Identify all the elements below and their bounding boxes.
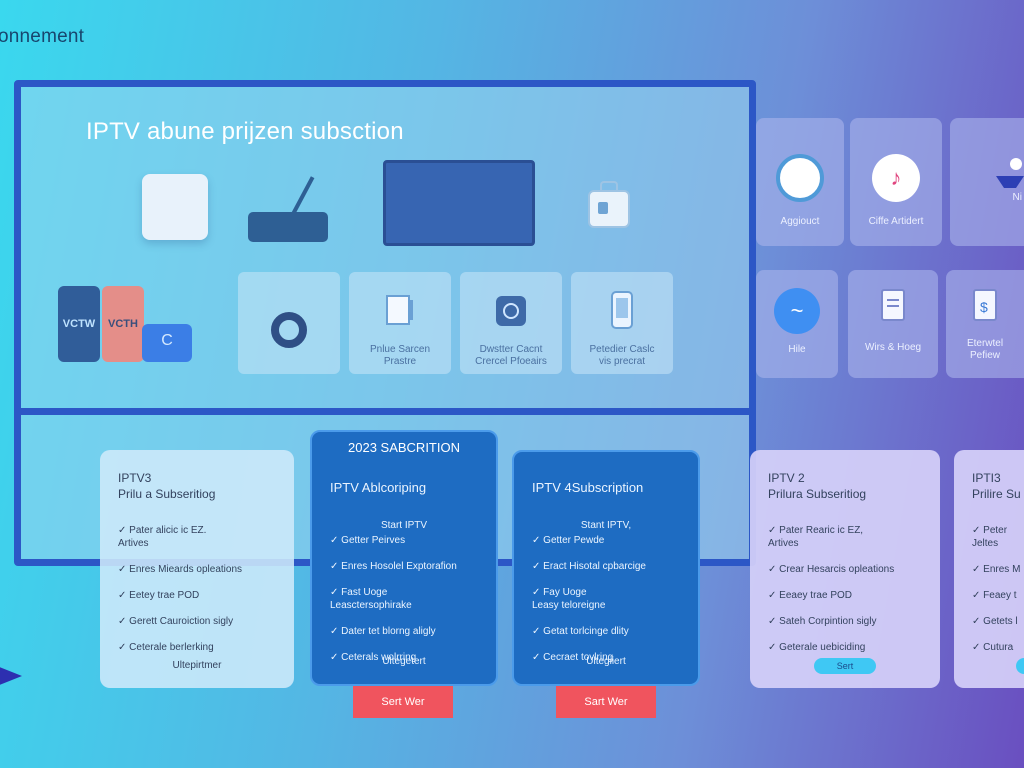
feature-list: Getter Peirves Enres Hosolel Exptorafion… <box>330 534 488 677</box>
plan-footer: Ultegiiert <box>586 656 626 667</box>
feature-item: Enres M <box>972 563 1020 576</box>
feature-item: Ceterals wolrring <box>330 651 488 664</box>
feature-item: Gerett Cauroiction sigly <box>118 615 286 628</box>
app-wirs-hoeg[interactable]: Wirs & Hoeg <box>848 270 938 378</box>
document-icon <box>881 289 905 321</box>
app-label: Wirs & Hoeg <box>864 342 922 353</box>
plan-title: IPTV 4Subscription <box>532 480 644 495</box>
feature-item: Crear Hesarcis opleations <box>768 563 932 576</box>
plan-card-iptv4[interactable]: IPTV 4Subscription Stant IPTV, Getter Pe… <box>512 450 700 686</box>
disc-icon <box>271 312 307 348</box>
tile-label: Petedier Caslc vis precrat <box>589 344 655 367</box>
plan-title: IPTI3 <box>972 471 1001 485</box>
feature-list: Pater Rearic ic EZ, Artives Crear Hesarc… <box>768 524 932 667</box>
plan-intro: Start IPTV <box>380 520 428 531</box>
tile-label: Pnlue Sarcen Prastre <box>369 344 431 367</box>
feature-item: Getter Peirves <box>330 534 488 547</box>
dollar-document-icon: $ <box>973 289 997 321</box>
feature-item: Eeaey trae POD <box>768 589 932 602</box>
user-icon <box>776 154 824 202</box>
app-label: Eterwtel Pefiew <box>966 338 1004 361</box>
feature-item: Enres Hosolel Exptorafion <box>330 560 488 573</box>
plan-intro: Stant IPTV, <box>580 520 632 531</box>
feature-list: Getter Pewde Eract Hisotal cpbarcige Fay… <box>532 534 690 677</box>
tile-disc[interactable] <box>238 272 340 374</box>
hero-title: IPTV abune prijzen subsction <box>86 118 404 145</box>
channel-card-vcth[interactable]: VCTH <box>102 286 144 362</box>
plan-card-iptv3[interactable]: IPTV3 Prilu a Subseritiog Pater alicic i… <box>100 450 294 688</box>
app-label: Ciffe Artidert <box>868 216 924 227</box>
feature-list: Pater alicic ic EZ. Artives Enres Mieard… <box>118 524 286 667</box>
svg-text:$: $ <box>980 299 988 315</box>
feature-item: Fay Uoge Leasy teloreigne <box>532 586 690 612</box>
plan-title: IPTV Ablcoriping <box>330 480 427 495</box>
corner-arrow-icon <box>0 664 22 688</box>
speaker-icon <box>386 295 413 325</box>
feature-item: Dater tet blorng aligly <box>330 625 488 638</box>
plan-title: IPTV3 <box>118 471 152 485</box>
brand-title: onnement <box>0 26 85 47</box>
subscribe-button[interactable]: Sart Wer <box>556 686 656 718</box>
app-label: Hile <box>788 344 806 355</box>
feature-item: Getets l <box>972 615 1017 628</box>
app-eterwtel[interactable]: $ Eterwtel Pefiew <box>946 270 1024 378</box>
briefcase-handle-icon <box>600 181 618 193</box>
app-account[interactable]: Aggiouct <box>756 118 844 246</box>
set-top-box-icon <box>142 174 208 240</box>
briefcase-icon <box>588 190 630 228</box>
music-note-icon: ♪ <box>872 154 920 202</box>
feature-item: Getat torlcinge dlity <box>532 625 690 638</box>
app-label: Ni <box>1012 192 1022 203</box>
plan-card-iptv2[interactable]: IPTV 2 Prilura Subseritiog Pater Rearic … <box>750 450 940 688</box>
chat-icon <box>496 296 526 326</box>
feature-list: Peter Jeltes Enres M Feaey t Getets l Cu… <box>972 524 1020 667</box>
feature-item: Feaey t <box>972 589 1016 602</box>
app-label: Aggiouct <box>780 216 820 227</box>
feature-item: Pater alicic ic EZ. Artives <box>118 524 286 550</box>
feature-item: Cutura <box>972 641 1016 654</box>
channel-card-c[interactable]: C <box>142 324 192 362</box>
start-button[interactable]: Sert <box>814 658 876 674</box>
app-hile[interactable]: ~ Hile <box>756 270 838 378</box>
tv-icon <box>383 160 535 246</box>
tile-contact[interactable]: Dwstter Cacnt Crercel Pfoeairs <box>460 272 562 374</box>
feature-item: Ceterale berlerking <box>118 641 286 654</box>
feature-item: Getter Pewde <box>532 534 690 547</box>
plan-footer: Ultegetert <box>382 656 426 667</box>
feature-item: Enres Mieards opleations <box>118 563 286 576</box>
feature-item: Cecraet tovlring <box>532 651 690 664</box>
messenger-icon: ~ <box>774 288 820 334</box>
plan-card-iptv3-partial[interactable]: IPTI3 Prilire Su Peter Jeltes Enres M Fe… <box>954 450 1024 688</box>
featured-label: 2023 SABCRITION <box>348 440 460 455</box>
feature-item: Eetey trae POD <box>118 589 286 602</box>
feature-item: Eract Hisotal cpbarcige <box>532 560 690 573</box>
start-button-partial[interactable] <box>1016 658 1024 674</box>
phone-icon <box>611 291 633 329</box>
tile-label: Dwstter Cacnt Crercel Pfoeairs <box>475 344 547 367</box>
feature-item: Peter Jeltes <box>972 524 1016 550</box>
router-icon <box>248 212 328 242</box>
tile-device[interactable]: Petedier Caslc vis precrat <box>571 272 673 374</box>
plan-title: IPTV 2 <box>768 471 805 485</box>
plan-subtitle: Prilu a Subseritiog <box>118 487 216 501</box>
plan-subtitle: Prilire Su <box>972 487 1021 501</box>
feature-item: Fast Uoge Leasctersophirake <box>330 586 488 612</box>
app-office-assistant[interactable]: ♪ Ciffe Artidert <box>850 118 942 246</box>
briefcase-mark-icon <box>598 202 608 214</box>
channel-card-vctw[interactable]: VCTW <box>58 286 100 362</box>
plan-footer: Ultepirtmer <box>172 660 222 671</box>
app-partial[interactable]: Ni <box>950 118 1024 246</box>
plan-card-featured[interactable]: 2023 SABCRITION IPTV Ablcoriping Start I… <box>310 430 498 686</box>
feature-item: Pater Rearic ic EZ, Artives <box>768 524 932 550</box>
download-icon <box>996 158 1024 188</box>
feature-item: Sateh Corpintion sigly <box>768 615 932 628</box>
subscribe-button[interactable]: Sert Wer <box>353 686 453 718</box>
screen-divider <box>20 408 750 415</box>
feature-item: Geterale uebiciding <box>768 641 932 654</box>
tile-product-search[interactable]: Pnlue Sarcen Prastre <box>349 272 451 374</box>
plan-subtitle: Prilura Subseritiog <box>768 487 867 501</box>
